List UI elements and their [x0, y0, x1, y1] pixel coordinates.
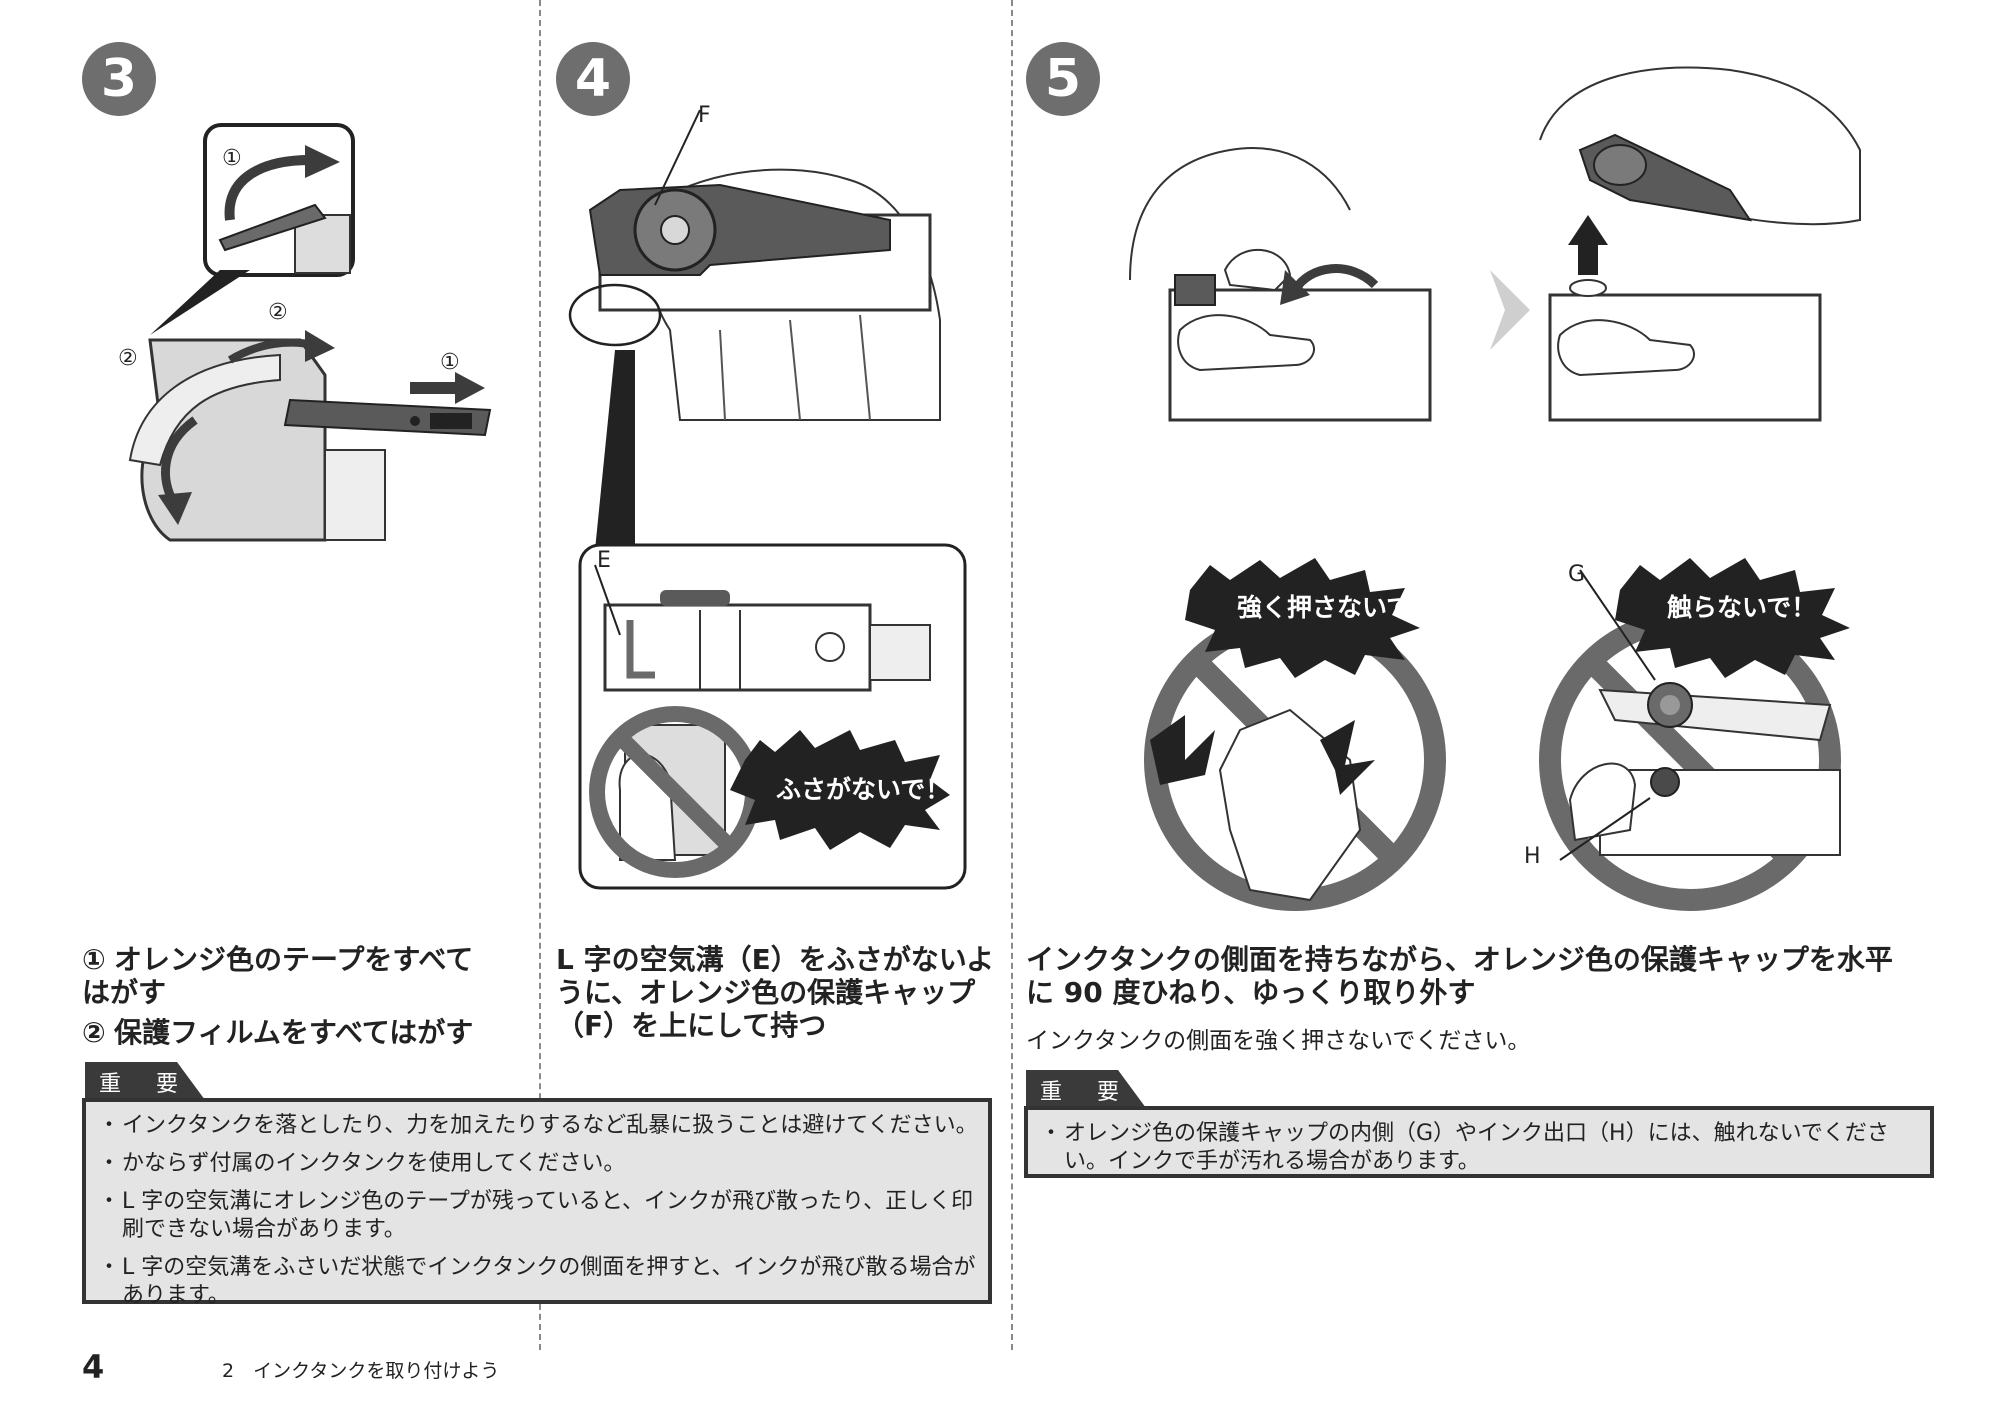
step-5-illustration-bottom: [1144, 558, 1850, 911]
column-divider-2: [1011, 0, 1013, 1350]
important-tab-right: 重 要: [1026, 1070, 1146, 1108]
column-divider-1: [539, 0, 541, 1350]
label-step3-arrow-2a: ②: [268, 300, 288, 325]
important-box-left: インクタンクを落としたり、力を加えたりするなど乱暴に扱うことは避けてください。 …: [82, 1098, 992, 1308]
film-peel: [128, 353, 281, 467]
twist-arrow-icon: [1291, 264, 1379, 293]
air-groove-highlight: [568, 283, 662, 347]
section-title: 2 インクタンクを取り付けよう: [222, 1360, 500, 1382]
warning-text-do-not-block: ふさがないで！: [776, 775, 951, 804]
step-5-note: インクタンクの側面を強く押さないでください。: [1026, 1028, 1531, 1054]
important-item: インクタンクを落としたり、力を加えたりするなど乱暴に扱うことは避けてください。: [98, 1112, 978, 1140]
label-step3-arrow-1: ①: [440, 350, 460, 375]
warning-burst-right: [1615, 558, 1850, 678]
instruction-marker: ②: [82, 1016, 106, 1049]
instruction-text: 保護フィルムをすべてはがす: [114, 1016, 474, 1049]
important-title: 重 要: [99, 1072, 192, 1097]
important-item: オレンジ色の保護キャップの内側（G）やインク出口（H）には、触れないでください。…: [1040, 1120, 1920, 1176]
callout-pointer: [150, 270, 250, 335]
latch: [324, 449, 386, 541]
label-H: H: [1524, 844, 1541, 869]
important-tab-left: 重 要: [85, 1062, 205, 1100]
crush-burst-icon: [1150, 715, 1215, 785]
label-F: F: [698, 103, 711, 128]
step-3-illustration: [128, 123, 492, 542]
label-E: E: [597, 548, 611, 573]
zoom-pointer: [595, 350, 635, 550]
warning-text-do-not-touch: 触らないで！: [1667, 593, 1817, 622]
step-5-number: 5: [1026, 42, 1100, 116]
important-item: L 字の空気溝をふさいだ状態でインクタンクの側面を押すと、インクが飛び散る場合が…: [98, 1254, 978, 1310]
important-item: かならず付属のインクタンクを使用してください。: [98, 1150, 978, 1178]
instruction-marker: ①: [82, 943, 106, 976]
cap-twisting: [1174, 274, 1216, 306]
important-title: 重 要: [1040, 1080, 1133, 1105]
curved-arrow-icon: [224, 155, 311, 221]
l-groove: [626, 620, 655, 679]
page-number: 4: [82, 1348, 105, 1386]
important-box-right: オレンジ色の保護キャップの内側（G）やインク出口（H）には、触れないでください。…: [1024, 1106, 1934, 1178]
peeled-tape: [218, 203, 327, 252]
next-chevron-icon: [1490, 270, 1530, 350]
label-step3-arrow-2b: ②: [118, 346, 138, 371]
step-5-instruction: インクタンクの側面を持ちながら、オレンジ色の保護キャップを水平に 90 度ひねり…: [1026, 943, 1893, 1009]
label-G: G: [1568, 562, 1586, 587]
arrow-tape-icon: [410, 372, 485, 404]
step-4-instruction: L 字の空気溝（E）をふさがないように、オレンジ色の保護キャップ（F）を上にして…: [556, 943, 995, 1042]
important-item: L 字の空気溝にオレンジ色のテープが残っていると、インクが飛び散ったり、正しく印…: [98, 1188, 978, 1244]
step-5-illustration-top: [1129, 66, 1861, 422]
step-4-illustration: [568, 109, 967, 890]
up-arrow-icon: [1568, 215, 1608, 275]
warning-text-do-not-press: 強く押さないで！: [1237, 593, 1437, 622]
label-step3-callout-1: ①: [222, 146, 242, 171]
step-4-number: 4: [556, 42, 630, 116]
warning-burst: [730, 730, 950, 850]
instruction-text: オレンジ色のテープをすべて はがす: [82, 943, 474, 1009]
warning-burst-left: [1185, 558, 1420, 678]
step-3-number: 3: [82, 42, 156, 116]
